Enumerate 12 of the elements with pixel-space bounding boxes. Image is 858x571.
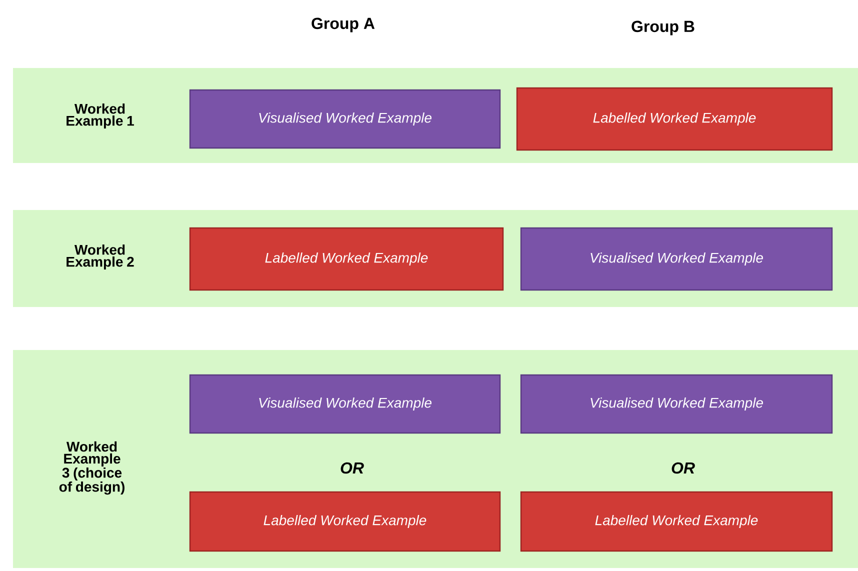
or-label: OR: [340, 462, 364, 474]
example-box: Labelled Worked Example: [520, 491, 833, 552]
example-box: Labelled Worked Example: [189, 491, 501, 552]
example-box: Visualised Worked Example: [189, 89, 501, 149]
example-box: Visualised Worked Example: [520, 374, 833, 434]
column-heading: Group B: [632, 20, 694, 36]
example-box: Labelled Worked Example: [189, 227, 504, 291]
example-box: Labelled Worked Example: [516, 87, 833, 151]
or-label: OR: [672, 462, 695, 474]
example-box: Visualised Worked Example: [189, 374, 501, 434]
example-box: Visualised Worked Example: [520, 227, 833, 291]
column-heading: Group A: [312, 18, 375, 32]
